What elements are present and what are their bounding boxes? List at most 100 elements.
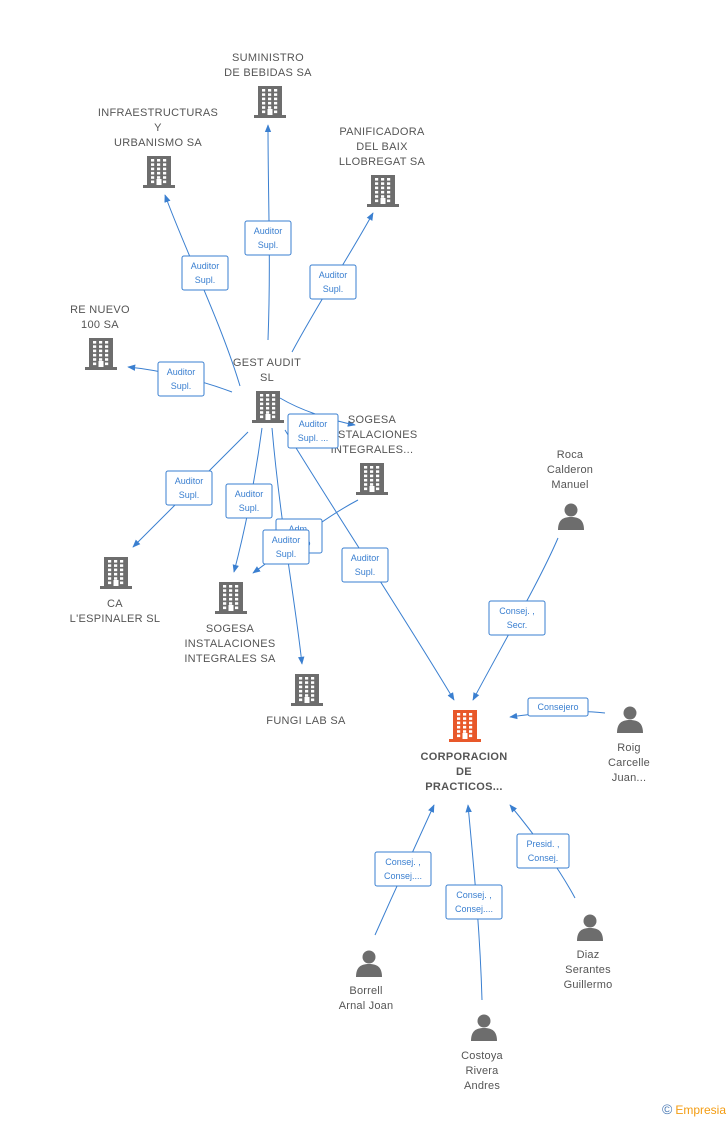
edge-label-roig[interactable]: Consejero [527, 697, 589, 717]
building-window [99, 353, 103, 357]
building-window [274, 89, 278, 92]
building-window [114, 572, 118, 576]
edge-label-costoya[interactable]: Consej. ,Consej.... [445, 884, 503, 920]
building-window [387, 195, 391, 198]
building-window [105, 362, 109, 366]
person-icon[interactable] [617, 706, 643, 734]
building-icon[interactable] [291, 674, 323, 706]
node-label-corporacion: DE [456, 766, 472, 778]
node-label-suministro: DE BEBIDAS SA [224, 67, 312, 79]
building-door [113, 580, 119, 586]
person-icon[interactable] [356, 950, 382, 978]
building-window [163, 176, 167, 179]
building-window [229, 597, 233, 601]
copyright-symbol: © [661, 1101, 673, 1117]
building-base [100, 586, 132, 589]
building-icon[interactable] [143, 156, 175, 188]
edge-label-text: Consej. , [385, 857, 421, 867]
person-icon[interactable] [558, 503, 584, 531]
person-head [477, 1014, 491, 1028]
node-sogesa1[interactable]: SOGESAINSTALACIONESINTEGRALES... [326, 414, 417, 495]
building-icon[interactable] [367, 175, 399, 207]
edge-label-roca[interactable]: Consej. ,Secr. [488, 600, 546, 636]
node-ca[interactable]: CAL'ESPINALER SL [70, 557, 161, 625]
building-window [229, 593, 233, 597]
node-fungi[interactable]: FUNGI LAB SA [266, 674, 346, 727]
edge-label-box [445, 884, 503, 920]
building-window [268, 93, 272, 96]
edge-label-sogesa1[interactable]: AuditorSupl. ... [287, 413, 339, 449]
edge-label-text: Auditor [191, 261, 220, 271]
node-label-fungi: FUNGI LAB SA [266, 715, 346, 727]
building-window [311, 689, 315, 693]
node-label-ca: CA [107, 598, 123, 610]
node-label-roca: Roca [557, 449, 584, 461]
building-window [266, 406, 270, 410]
person-icon[interactable] [471, 1014, 497, 1042]
building-window [105, 353, 109, 357]
building-window [376, 478, 380, 482]
building-base [252, 420, 284, 423]
node-label-infra: INFRAESTRUCTURAS [98, 107, 218, 119]
building-window [299, 694, 303, 697]
node-corporacion[interactable]: CORPORACIONDEPRACTICOS... [420, 710, 507, 793]
building-icon-highlighted[interactable] [449, 710, 481, 742]
building-icon[interactable] [215, 582, 247, 614]
building-window [381, 182, 385, 185]
building-icon[interactable] [252, 391, 284, 423]
building-window [262, 106, 266, 109]
building-icon[interactable] [100, 557, 132, 589]
building-window [235, 606, 239, 610]
building-window [463, 717, 467, 720]
edge-label-diaz[interactable]: Presid. ,Consej. [516, 833, 570, 869]
building-window [364, 487, 368, 491]
building-window [364, 466, 368, 469]
node-label-renuevo: 100 SA [81, 319, 119, 331]
edge-label-text: Consejero [537, 702, 578, 712]
node-label-sogesa1: INTEGRALES... [331, 444, 414, 456]
node-roig[interactable]: RoigCarcelleJuan... [608, 706, 650, 785]
person-icon[interactable] [577, 914, 603, 942]
building-window [364, 474, 368, 478]
node-label-costoya: Rivera [466, 1065, 500, 1077]
edge-label-text: Supl. [355, 567, 376, 577]
edge-label-borrell[interactable]: Consej. ,Consej.... [374, 851, 432, 887]
building-window [262, 93, 266, 96]
edge-label-text: Consej. , [456, 890, 492, 900]
building-window [274, 101, 278, 105]
building-icon[interactable] [254, 86, 286, 118]
building-window [375, 199, 379, 203]
building-base [367, 204, 399, 207]
building-window [151, 171, 155, 175]
edge-label-box [181, 255, 229, 291]
edge-label-box [225, 483, 273, 519]
building-window [375, 186, 379, 190]
building-icon[interactable] [85, 338, 117, 370]
footer-brand: ©Empresia [662, 1101, 726, 1117]
building-window [364, 483, 368, 486]
building-icon[interactable] [356, 463, 388, 495]
building-window [157, 159, 161, 162]
node-label-roig: Carcelle [608, 757, 650, 769]
building-window [463, 725, 467, 729]
building-window [120, 572, 124, 576]
building-window [305, 681, 309, 684]
